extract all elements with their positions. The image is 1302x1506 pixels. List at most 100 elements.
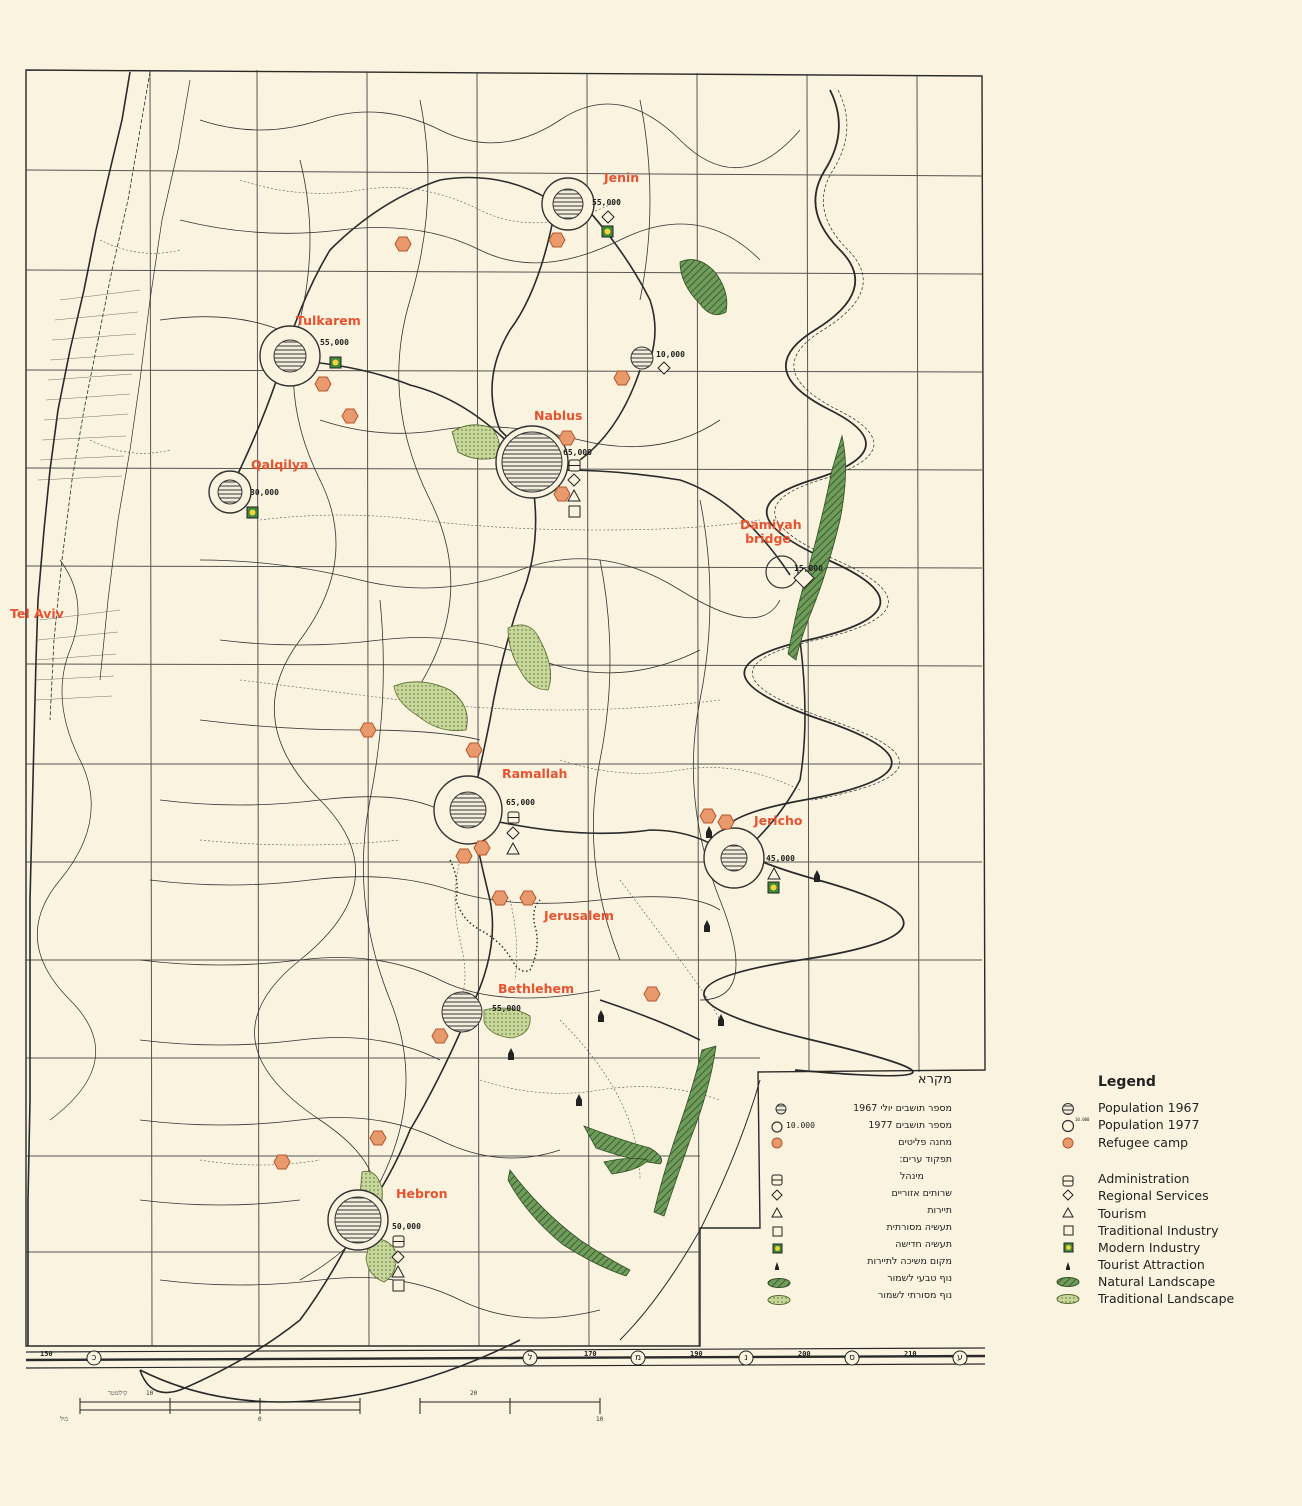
refugee-camp-icon — [359, 722, 377, 738]
hebrew-legend-label: תעשיה מסורתית — [886, 1222, 952, 1233]
traditional-landscape-area — [365, 1238, 397, 1283]
traditional-landscape-area — [393, 681, 468, 732]
refugee-camp-icon — [431, 1028, 449, 1044]
population-1967-icon — [1062, 1103, 1074, 1115]
traditional-industry-icon — [568, 505, 581, 518]
svg-text:10.000: 10.000 — [1075, 1117, 1090, 1122]
refugee-camp-icon — [455, 848, 473, 864]
grid-number: 200 — [798, 1350, 811, 1358]
legend-item-traditional-landscape: Traditional Landscape — [1052, 1291, 1292, 1308]
coastal-texture — [35, 289, 141, 701]
regional-services-icon — [567, 473, 581, 487]
legend-label: Tourist Attraction — [1098, 1257, 1205, 1272]
refugee-camp-icon — [558, 430, 576, 446]
population-1977-icon — [1061, 1119, 1075, 1133]
tourism-icon — [391, 1264, 405, 1278]
secondary-roads — [139, 99, 801, 1319]
refugee-camp-icon — [519, 890, 537, 906]
grid-number: 210 — [904, 1350, 917, 1358]
scale-bar — [79, 1398, 601, 1414]
legend-label: Refugee camp — [1098, 1135, 1189, 1150]
map-frame — [25, 69, 986, 1369]
legend-item-refugee-camp: Refugee camp — [1052, 1135, 1292, 1152]
hebrew-legend: מקרא מספר תושבים יולי 1967 10.000 מספר ת… — [764, 1072, 964, 1312]
population-label-nablus: 65,000 — [563, 448, 592, 457]
grid-number: 190 — [690, 1350, 703, 1358]
grid-letter: ס — [849, 1353, 855, 1363]
scale-label: 20 — [470, 1390, 478, 1397]
nablus-population-marker — [495, 425, 569, 499]
legend-he-symbols — [767, 1103, 791, 1305]
refugee-camp-icon — [491, 890, 509, 906]
legend-item-population-1967: Population 1967 — [1052, 1100, 1292, 1117]
city-label-damiyah-text: Damiyah bridge — [740, 517, 802, 546]
city-label-nablus: Nablus — [534, 408, 583, 423]
regional-services-icon — [657, 361, 671, 375]
tourist-attraction-icon — [508, 1048, 514, 1060]
qalqilya-population-marker — [208, 470, 252, 514]
natural-landscape-area — [653, 1045, 717, 1217]
natural-landscape-area — [787, 434, 846, 661]
scale-label: מיל — [60, 1416, 68, 1423]
population-label-jericho: 45,000 — [766, 854, 795, 863]
refugee-camp-icon — [643, 986, 661, 1002]
hebrew-legend-item: נוף טבעי לשמור — [764, 1272, 964, 1289]
refugee-camp-icon — [1062, 1137, 1074, 1149]
hebrew-legend-label: שרותים אזוריים — [891, 1188, 952, 1199]
legend-label: Administration — [1098, 1171, 1190, 1186]
grid-letter: מ — [634, 1353, 642, 1363]
city-label-qalqilya: Qalqilya — [251, 457, 309, 472]
grid-number: 170 — [584, 1350, 597, 1358]
hebrew-legend-extra: 10.000 — [786, 1121, 815, 1130]
hebrew-legend-item: מחנה פליטים — [764, 1136, 964, 1153]
hebrew-legend-label: נוף מסורתי לשמור — [878, 1290, 952, 1301]
traditional-industry-icon — [392, 1279, 405, 1292]
grid-letter-circles — [86, 1350, 968, 1366]
tourist-attraction-icon — [1066, 1262, 1070, 1270]
scale-label: 10 — [146, 1390, 154, 1397]
refugee-camp-icon — [465, 742, 483, 758]
legend-item-tourism: Tourism — [1052, 1206, 1292, 1223]
traditional-landscape-area — [451, 424, 500, 460]
legend-label: Tourism — [1098, 1206, 1147, 1221]
refugee-camp-icon — [717, 814, 735, 830]
hebrew-legend-item: מינהל — [764, 1170, 964, 1187]
legend-item-regional-services: Regional Services — [1052, 1188, 1292, 1205]
tourist-attraction-icon — [598, 1010, 604, 1022]
jenin-population-marker — [541, 177, 595, 231]
refugee-camps — [273, 232, 735, 1170]
hebrew-legend-item: תיירות — [764, 1204, 964, 1221]
traditional-landscape-areas — [359, 424, 552, 1283]
hebrew-legend-label: מספר תושבים 1977 — [868, 1120, 952, 1131]
natural-landscape-area — [603, 1158, 649, 1175]
hebrew-legend-item: מספר תושבים יולי 1967 — [764, 1102, 964, 1119]
hebrew-legend-item: תעשיה מסורתית — [764, 1221, 964, 1238]
tourism-icon — [767, 866, 781, 880]
bethlehem-population-marker — [441, 991, 483, 1033]
legend-item-natural-landscape: Natural Landscape — [1052, 1274, 1292, 1291]
natural-landscape-areas — [507, 259, 846, 1277]
legend-label: Population 1977 — [1098, 1117, 1200, 1132]
city-label-ramallah: Ramallah — [502, 766, 568, 781]
traditional-industry-icon — [1063, 1225, 1074, 1236]
hebrew-legend-item: תעשיה חדישה — [764, 1238, 964, 1255]
refugee-camp-icon — [273, 1154, 291, 1170]
jerusalem-boundary — [449, 859, 541, 972]
tourist-attraction-icon — [704, 920, 710, 932]
hebrew-legend-label: מחנה פליטים — [898, 1137, 952, 1148]
natural-landscape-icon — [1056, 1277, 1080, 1287]
city-label-telaviv: Tel Aviv — [10, 606, 64, 621]
tulkarem-population-marker — [259, 325, 321, 387]
legend-item-population-1977: Population 1977 — [1052, 1117, 1292, 1134]
population-label-hebron: 50,000 — [392, 1222, 421, 1231]
regional-services-icon — [793, 567, 815, 589]
legend-symbols: 10.000 — [1056, 1103, 1090, 1304]
population-label-tubas: 10,000 — [656, 350, 685, 359]
tourist-attraction-icon — [718, 1014, 724, 1026]
grid-letter: ע — [957, 1353, 963, 1363]
hebrew-legend-title: מקרא — [917, 1072, 952, 1087]
regional-services-icon — [1062, 1189, 1074, 1201]
natural-landscape-area — [507, 1169, 631, 1277]
